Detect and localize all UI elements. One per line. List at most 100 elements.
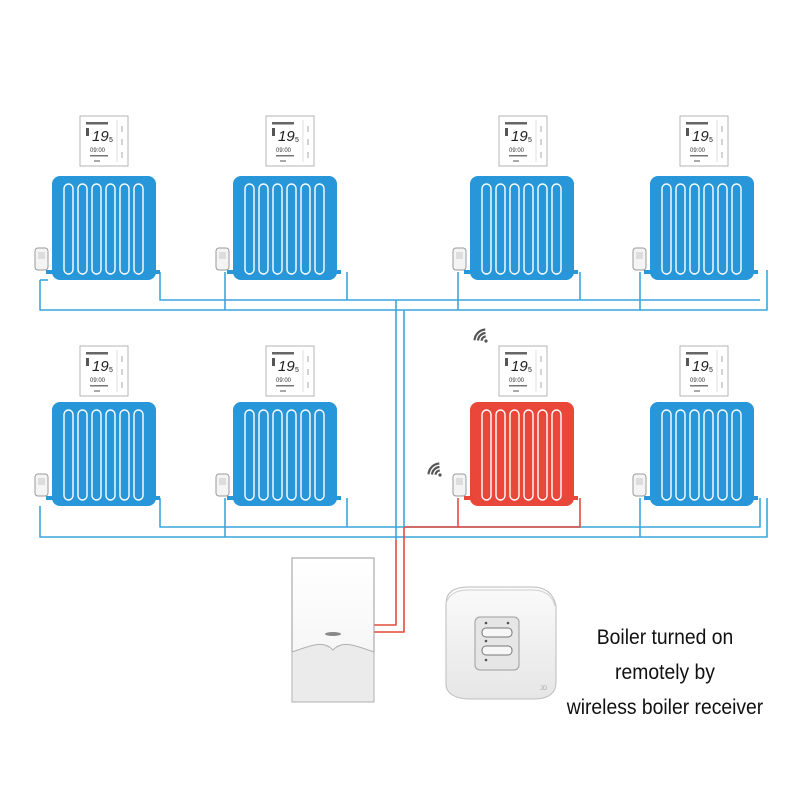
radiator-inlet — [644, 496, 652, 500]
thermostat-temperature: 19 — [92, 358, 109, 375]
radiator-outlet — [570, 496, 578, 500]
thermostat-logo — [694, 390, 700, 392]
radiator-fin — [286, 183, 297, 275]
thermostat-temperature-decimal: 5 — [528, 137, 532, 144]
thermostat-temperature: 19 — [511, 358, 528, 375]
radiator-body — [52, 176, 156, 280]
radiator-fin — [509, 183, 520, 275]
radiator-fin — [495, 409, 506, 501]
thermostat-mode-icon — [272, 358, 275, 366]
thermostat-temperature-decimal: 5 — [709, 137, 713, 144]
thermostat-logo — [513, 160, 519, 162]
radiator-fin — [133, 409, 144, 501]
radiator-fin — [481, 409, 492, 501]
radiator-body — [233, 176, 337, 280]
trv-display — [456, 252, 463, 259]
radiator-fin — [537, 409, 548, 501]
thermostat-status-row — [505, 352, 527, 355]
pipe-boiler-flow — [374, 540, 397, 626]
radiator-fin — [675, 409, 686, 501]
radiator-idle — [215, 402, 341, 506]
trv-display — [219, 252, 226, 259]
radiator-fin — [675, 183, 686, 275]
thermostat-time: 09:00 — [276, 378, 292, 384]
radiator-inlet — [46, 496, 54, 500]
radiator-fin — [703, 183, 714, 275]
radiator-fin — [495, 183, 506, 275]
radiator-idle — [34, 402, 160, 506]
trv-display — [38, 252, 45, 259]
radiator-heating — [452, 402, 578, 506]
thermostat-temperature-decimal: 5 — [528, 367, 532, 374]
thermostat-temperature-decimal: 5 — [109, 367, 113, 374]
boiler-logo — [325, 632, 341, 636]
radiator-inlet — [464, 270, 472, 274]
signal-arc — [480, 335, 486, 341]
radiator-fin — [731, 409, 742, 501]
boiler — [291, 557, 375, 703]
radiator-inlet — [227, 496, 235, 500]
radiator-fin — [717, 183, 728, 275]
thermostat-schedule-bar — [690, 155, 708, 157]
trv-display — [636, 252, 643, 259]
radiators — [34, 176, 758, 506]
radiator-fin — [481, 183, 492, 275]
thermostat-time: 09:00 — [276, 148, 292, 154]
caption-line-3: wireless boiler receiver — [566, 696, 764, 719]
pipe-heated-flow — [404, 498, 581, 528]
radiator-fin — [272, 183, 283, 275]
thermostat-logo — [94, 390, 100, 392]
radiator-fin — [717, 409, 728, 501]
radiator-fin — [661, 409, 672, 501]
thermostat-temperature: 19 — [92, 128, 109, 145]
thermostat-temperature: 19 — [692, 128, 709, 145]
radiator-fin — [258, 409, 269, 501]
thermostat-temperature-decimal: 5 — [295, 137, 299, 144]
radiator-fin — [272, 409, 283, 501]
thermostat-mode-icon — [505, 358, 508, 366]
receiver-button-top — [481, 627, 513, 638]
thermostat-temperature-decimal: 5 — [295, 367, 299, 374]
radiator-inlet — [227, 270, 235, 274]
trv-display — [636, 478, 643, 485]
radiator-body — [233, 402, 337, 506]
thermostat-mode-icon — [272, 128, 275, 136]
radiator-fin — [258, 183, 269, 275]
pipe-drop — [585, 498, 761, 528]
thermostat-status-row — [86, 122, 108, 125]
radiator-idle — [452, 176, 578, 280]
thermostat-schedule-bar — [509, 385, 527, 387]
radiator-fin — [689, 409, 700, 501]
signal-icon-trv — [427, 462, 442, 477]
thermostat-temperature: 19 — [511, 128, 528, 145]
radiator-fin — [119, 409, 130, 501]
thermostat-mode-icon — [505, 128, 508, 136]
thermostat-time: 09:00 — [509, 378, 525, 384]
radiator-fin — [77, 183, 88, 275]
thermostat-temperature-decimal: 5 — [709, 367, 713, 374]
thermostat-mode-icon — [686, 128, 689, 136]
thermostat-schedule-bar — [276, 385, 294, 387]
radiator-outlet — [570, 270, 578, 274]
radiator-fin — [300, 409, 311, 501]
thermostat-mode-icon — [86, 358, 89, 366]
radiator-body — [52, 402, 156, 506]
radiator-inlet — [644, 270, 652, 274]
radiator-body — [470, 402, 574, 506]
thermostat-time: 09:00 — [690, 378, 706, 384]
thermostat-logo — [513, 390, 519, 392]
signal-arc — [430, 465, 440, 475]
pipe-boiler-return — [374, 527, 405, 633]
thermostat-status-row — [505, 122, 527, 125]
radiator-fin — [77, 409, 88, 501]
thermostat-time: 09:00 — [90, 148, 106, 154]
thermostat-schedule-bar — [509, 155, 527, 157]
signal-dot — [484, 339, 488, 343]
radiator-fin — [661, 183, 672, 275]
radiator-fin — [244, 409, 255, 501]
